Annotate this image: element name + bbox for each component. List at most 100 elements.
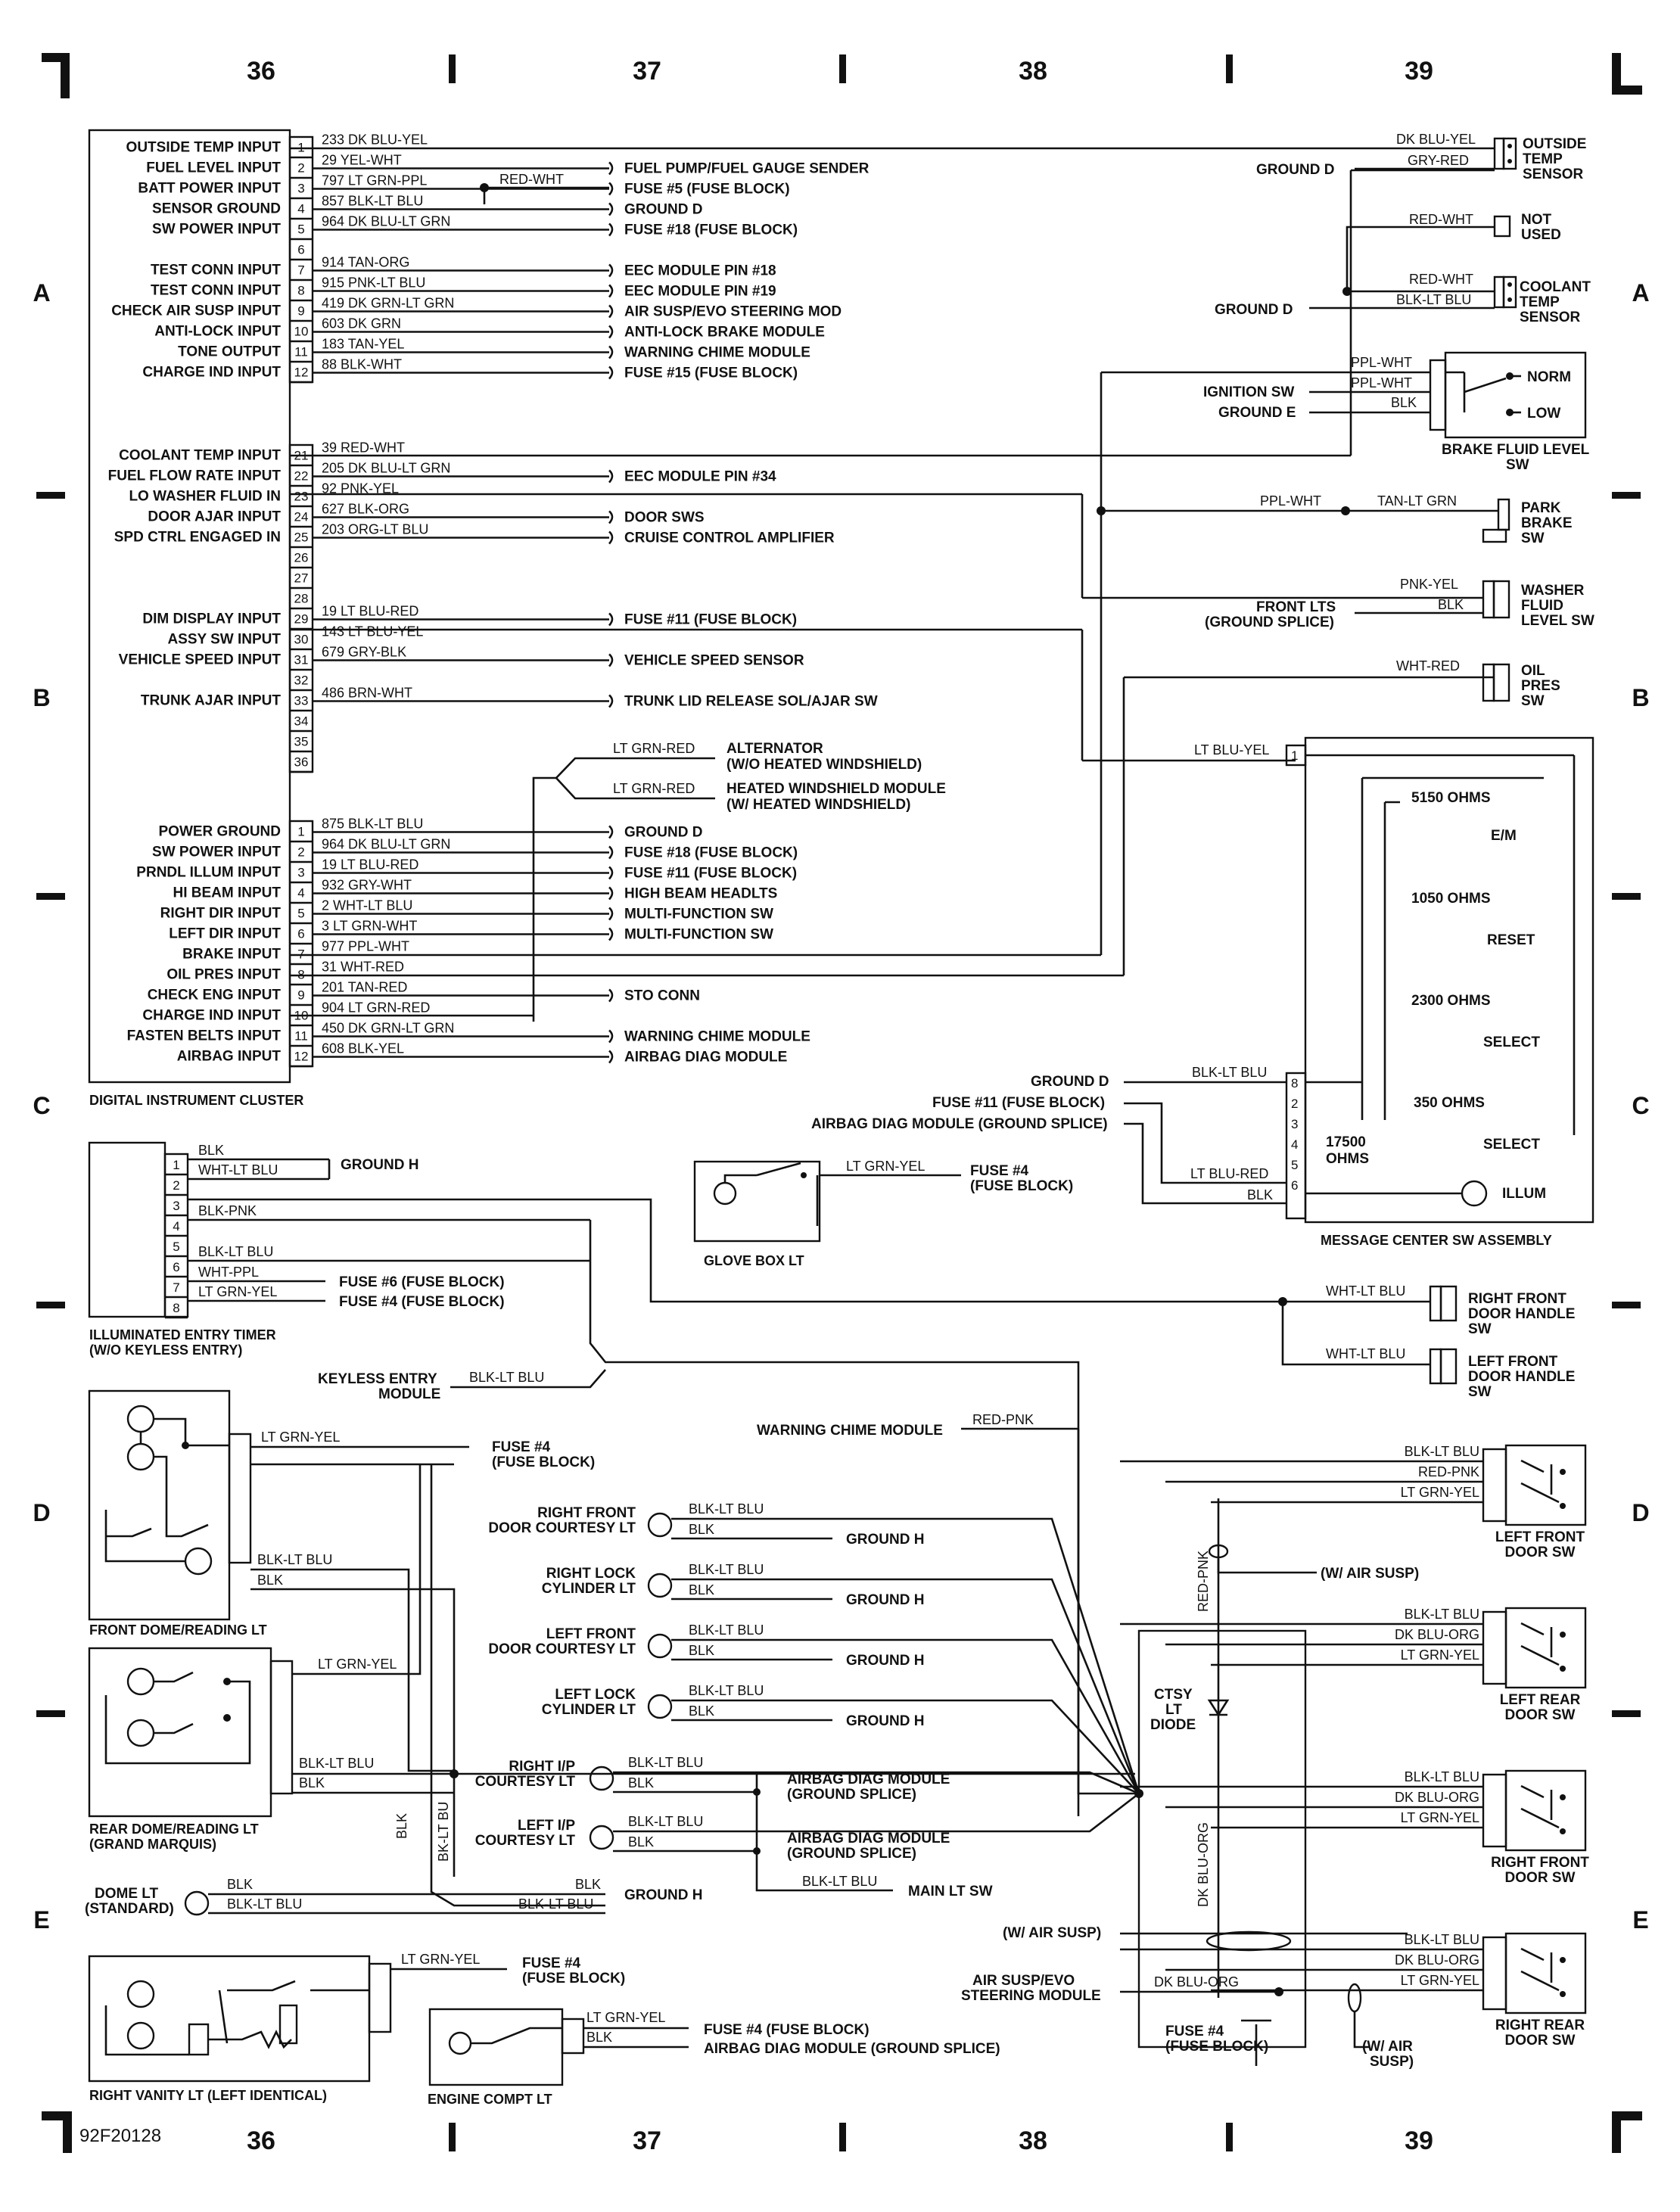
diagram-label: RIGHT FRONT — [1468, 1291, 1566, 1307]
destination-label: GROUND D — [624, 825, 702, 841]
row-label: D — [33, 1499, 50, 1526]
row-label: B — [1632, 684, 1649, 711]
wire-label: 964 DK BLU-LT GRN — [322, 214, 450, 229]
wire-label: BLK — [689, 1582, 714, 1598]
door-sw-name: DOOR SW — [1505, 1545, 1576, 1560]
pin-number: 11 — [294, 345, 308, 359]
diagram-label: (FUSE BLOCK) — [492, 1454, 595, 1470]
wire-label: 29 YEL-WHT — [322, 153, 402, 168]
pin-label: FASTEN BELTS INPUT — [127, 1028, 282, 1044]
wire-label: BLK — [689, 1522, 714, 1537]
row-label: B — [33, 684, 50, 711]
diagram-label: ILLUM — [1502, 1186, 1546, 1202]
pin-label: AIRBAG INPUT — [177, 1049, 282, 1065]
diagram-label: BK-LT BU — [436, 1802, 451, 1862]
diagram-label: LT GRN-YEL — [318, 1657, 397, 1672]
diagram-label: BLK-PNK — [198, 1203, 257, 1218]
diagram-label: MODULE — [378, 1386, 440, 1402]
destination-label: AIR SUSP/EVO STEERING MOD — [624, 304, 842, 320]
diagram-label: MAIN LT SW — [908, 1884, 993, 1899]
diagram-label: WHT-LT BLU — [198, 1162, 278, 1178]
alternator-sub: (W/O HEATED WINDSHIELD) — [726, 757, 922, 773]
diagram-label: 3 — [1291, 1117, 1298, 1131]
pin-number: 7 — [297, 263, 304, 278]
diagram-label: DK BLU-YEL — [1396, 132, 1476, 147]
diagram-label: DK BLU-ORG — [1154, 1974, 1239, 1990]
diagram-label: DIODE — [1150, 1717, 1196, 1733]
door-sw-name: LEFT FRONT — [1495, 1529, 1585, 1545]
diagram-label: KEYLESS ENTRY — [318, 1371, 437, 1387]
pin-number: 9 — [297, 988, 304, 1003]
ip-courtesy-name: COURTESY LT — [475, 1774, 576, 1790]
pin-label: TEST CONN INPUT — [151, 263, 281, 278]
pin-number: 34 — [294, 714, 309, 729]
figure-id: 92F20128 — [79, 2126, 161, 2146]
destination-label: FUSE #18 (FUSE BLOCK) — [624, 222, 798, 238]
pin-label: VEHICLE SPEED INPUT — [119, 652, 282, 668]
pin-label: BRAKE INPUT — [182, 947, 281, 963]
diagram-label: USED — [1521, 227, 1561, 243]
wire-label: 964 DK BLU-LT GRN — [322, 837, 450, 852]
diagram-label: BLK — [257, 1573, 283, 1588]
diagram-label: FRONT LTS — [1256, 599, 1336, 615]
diagram-label: STEERING MODULE — [961, 1988, 1101, 2004]
washer-fluid-level-sw: PNK-YEL BLK FRONT LTS (GROUND SPLICE) WA… — [1205, 577, 1594, 630]
door-sw-name: RIGHT REAR — [1495, 2018, 1585, 2033]
pin-label: TEST CONN INPUT — [151, 283, 281, 299]
diagram-label: SELECT — [1483, 1034, 1540, 1050]
diagram-label: LEVEL SW — [1521, 613, 1594, 629]
door-handle-sws: WHT-LT BLU WHT-LT BLU RIGHT FRONT DOOR H… — [1278, 1283, 1575, 1400]
wire-label: 205 DK BLU-LT GRN — [322, 461, 450, 476]
diagram-label: GROUND D — [1031, 1074, 1109, 1090]
diagram-label: SW — [1468, 1384, 1492, 1400]
pin-number: 5 — [173, 1240, 179, 1254]
courtesy-lt-name: DOOR COURTESY LT — [488, 1520, 636, 1536]
wire-label: BLK — [689, 1643, 714, 1658]
pin-number: 25 — [294, 530, 309, 545]
pin-label: CHECK ENG INPUT — [148, 988, 282, 1003]
diagram-label: GROUND D — [1256, 162, 1334, 178]
diagram-label: FUSE #4 (FUSE BLOCK) — [339, 1294, 505, 1310]
pin-number: 3 — [297, 866, 304, 880]
pin-number: 2 — [297, 845, 304, 860]
courtesy-lt-name: LEFT FRONT — [546, 1626, 636, 1642]
diagram-label: BLK — [1438, 597, 1464, 612]
pin-number: 29 — [294, 612, 309, 627]
pin-number: 30 — [294, 633, 309, 647]
pin-label: BATT POWER INPUT — [138, 181, 281, 197]
row-label: A — [1632, 279, 1649, 306]
diagram-label: RED-PNK — [972, 1412, 1034, 1427]
pin-number: 31 — [294, 653, 309, 667]
diagram-label: (GRAND MARQUIS) — [89, 1837, 216, 1852]
destination-label: AIRBAG DIAG MODULE — [787, 1772, 950, 1787]
diagram-label: 2 — [1291, 1097, 1298, 1111]
wire-label: 679 GRY-BLK — [322, 645, 406, 660]
diagram-label: (FUSE BLOCK) — [1165, 2039, 1268, 2055]
wire-label: 857 BLK-LT BLU — [322, 194, 423, 209]
diagram-label: GROUND E — [1218, 405, 1296, 421]
diagram-label: (FUSE BLOCK) — [970, 1178, 1073, 1194]
wire-label: 915 PNK-LT BLU — [322, 275, 425, 291]
pin-number: 35 — [294, 735, 309, 749]
wire-label: LT GRN-YEL — [1401, 1810, 1479, 1825]
diagram-label: OUTSIDE — [1523, 136, 1586, 152]
diagram-label: AIR SUSP/EVO — [972, 1973, 1075, 1989]
wire-label: 450 DK GRN-LT GRN — [322, 1021, 454, 1036]
destination-label: FUSE #5 (FUSE BLOCK) — [624, 182, 790, 198]
alt-wire-label: LT GRN-RED — [613, 741, 695, 756]
wire-label: BLK — [628, 1834, 654, 1850]
pin-number: 11 — [294, 1029, 308, 1044]
diagram-label: BLK — [394, 1813, 409, 1839]
pin-number: 12 — [294, 1050, 309, 1064]
diagram-label: BLK-LT BLU — [469, 1370, 544, 1385]
brake-fluid-level-sw: PPL-WHT PPL-WHT BLK IGNITION SW GROUND E… — [1203, 351, 1590, 473]
pin-label: CHARGE IND INPUT — [142, 365, 281, 381]
diagram-label: WHT-RED — [1396, 658, 1460, 674]
pin-label: SENSOR GROUND — [152, 201, 281, 217]
pin-number: 26 — [294, 551, 309, 565]
diagram-label: BLK — [299, 1775, 325, 1790]
